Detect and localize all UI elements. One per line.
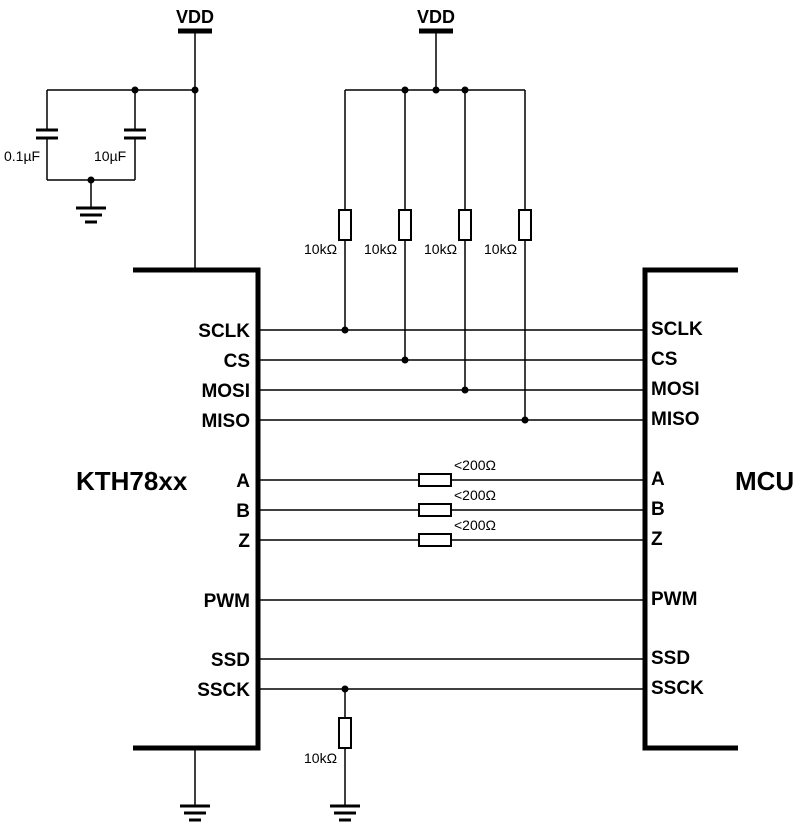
junction-dot [401, 356, 409, 364]
capacitor-0-1uf [36, 90, 58, 180]
kth78xx-pin-labels: SCLK CS MOSI MISO A B Z PWM SSD SSCK [197, 321, 250, 701]
series-resistor-a [418, 473, 452, 487]
junction-dot [461, 386, 469, 394]
right-pin-miso: MISO [651, 409, 700, 430]
left-pin-a: A [236, 471, 250, 492]
junction-dot [87, 176, 95, 184]
series-resistor-z [418, 533, 452, 547]
junction-dot [432, 86, 440, 94]
right-pin-b: B [651, 499, 665, 520]
cap1-label: 0.1µF [4, 148, 40, 164]
junction-dot [521, 416, 529, 424]
kth78xx-chip-name: KTH78xx [76, 466, 188, 496]
mcu-chip-outline [642, 267, 738, 751]
mcu-chip-name: MCU [735, 466, 794, 496]
pullup-resistor-mosi [458, 90, 472, 390]
right-pin-pwm: PWM [651, 589, 697, 610]
mcu-pin-labels: SCLK CS MOSI MISO A B Z PWM SSD SSCK [651, 319, 704, 699]
left-pin-b: B [236, 501, 250, 522]
right-pin-sclk: SCLK [651, 319, 703, 340]
right-pin-ssck: SSCK [651, 678, 704, 699]
pulldown-label: 10kΩ [304, 750, 337, 766]
vdd-label-right: VDD [417, 7, 455, 27]
right-vdd-supply [345, 28, 525, 91]
pullup-resistor-cs [398, 90, 412, 360]
cap2-label: 10µF [94, 148, 126, 164]
capacitor-10uf [124, 90, 146, 180]
series-resistor-b [418, 503, 452, 517]
right-pin-a: A [651, 469, 665, 490]
junction-dot [341, 326, 349, 334]
left-pin-ssd: SSD [211, 650, 250, 671]
right-pin-mosi: MOSI [651, 379, 700, 400]
kth78xx-ground [180, 748, 210, 822]
series-r-a-label: <200Ω [454, 457, 496, 473]
right-pin-cs: CS [651, 349, 677, 370]
junction-dot [191, 86, 199, 94]
right-pin-z: Z [651, 529, 663, 550]
pullup-r2-label: 10kΩ [364, 241, 397, 257]
series-r-z-label: <200Ω [454, 517, 496, 533]
vdd-label-left: VDD [176, 7, 214, 27]
pullup-resistor-miso [518, 90, 532, 420]
pullup-resistor-sclk [338, 90, 352, 330]
pullup-r4-label: 10kΩ [484, 241, 517, 257]
left-pin-ssck: SSCK [197, 680, 250, 701]
left-pin-mosi: MOSI [201, 381, 250, 402]
left-pin-cs: CS [224, 351, 250, 372]
pullup-r3-label: 10kΩ [424, 241, 457, 257]
signal-wires [258, 329, 645, 690]
left-vdd-supply [47, 28, 212, 270]
right-pin-ssd: SSD [651, 648, 690, 669]
left-pin-z: Z [238, 531, 250, 552]
left-pin-sclk: SCLK [198, 321, 250, 342]
series-resistors [418, 473, 452, 547]
left-pin-miso: MISO [201, 411, 250, 432]
series-r-b-label: <200Ω [454, 487, 496, 503]
left-pin-pwm: PWM [204, 591, 250, 612]
pulldown-resistor-ssck [330, 689, 360, 822]
pullup-r1-label: 10kΩ [304, 241, 337, 257]
capacitor-ground [47, 179, 135, 224]
